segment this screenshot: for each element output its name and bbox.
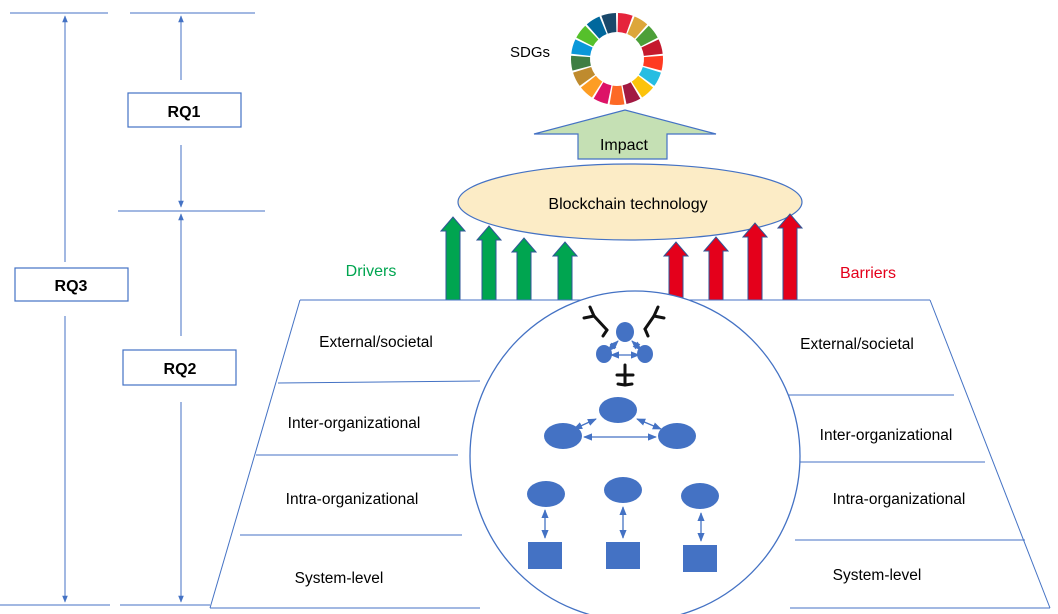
sdg-wheel-segment: [622, 82, 641, 105]
driver-arrow: [510, 237, 538, 301]
person-icon-left: [582, 305, 609, 338]
societal-node-left: [596, 345, 612, 363]
right-level-inter: Inter-organizational: [820, 427, 953, 444]
left-level-intra: Intra-organizational: [286, 491, 419, 508]
sdg-wheel-icon: [570, 13, 664, 106]
inter-org-network: [544, 397, 696, 449]
driver-arrows: [439, 216, 579, 301]
barrier-arrow: [776, 213, 804, 301]
barrier-arrow: [702, 236, 730, 301]
barrier-arrow: [741, 222, 769, 301]
intra-node-1: [527, 481, 565, 507]
levels-circle: [469, 290, 801, 614]
societal-network: [582, 305, 666, 387]
driver-arrow: [551, 241, 579, 301]
rq1-box: RQ1: [127, 92, 242, 128]
blockchain-ellipse: Blockchain technology: [457, 163, 803, 241]
sdg-wheel-segment: [638, 66, 661, 86]
blockchain-label: Blockchain technology: [548, 196, 707, 213]
impact-label: Impact: [600, 137, 649, 154]
barriers-label: Barriers: [840, 265, 896, 282]
sdg-wheel-segment: [641, 39, 663, 56]
right-level-system: System-level: [833, 567, 922, 584]
level-trapezoid: [209, 299, 1051, 609]
system-square-3: [683, 545, 717, 572]
rq3-box: RQ3: [14, 267, 129, 302]
sdg-wheel-segment: [601, 13, 617, 34]
sdg-wheel-segment: [631, 75, 654, 98]
rq2-label: RQ2: [164, 361, 197, 378]
sdg-wheel-segment: [576, 25, 599, 47]
org-node-top: [599, 397, 637, 423]
impact-arrow: Impact: [533, 109, 717, 160]
barrier-arrows: [662, 213, 804, 301]
sdg-wheel-segment: [627, 16, 648, 39]
drivers-label: Drivers: [346, 263, 397, 280]
sdg-wheel-segment: [617, 13, 633, 34]
sdg-wheel-segment: [573, 66, 596, 86]
rq-scaffold: [0, 12, 265, 606]
intra-node-2: [604, 477, 642, 503]
left-level-external: External/societal: [319, 334, 433, 351]
person-icon-bottom: [615, 363, 635, 387]
sdg-wheel-segment: [586, 16, 607, 39]
sdg-wheel-segment: [635, 25, 658, 47]
system-square-2: [606, 542, 640, 569]
system-network: [527, 477, 719, 572]
sdg-wheel-segment: [570, 55, 591, 71]
driver-arrow: [439, 216, 467, 301]
driver-arrow: [475, 225, 503, 301]
sdgs-label: SDGs: [510, 44, 550, 61]
right-level-external: External/societal: [800, 336, 914, 353]
left-level-system: System-level: [295, 570, 384, 587]
sdg-wheel-segment: [593, 82, 612, 105]
sdg-wheel-segment: [580, 75, 603, 98]
right-level-intra: Intra-organizational: [833, 491, 966, 508]
rq1-label: RQ1: [168, 104, 201, 121]
rq3-label: RQ3: [55, 278, 88, 295]
system-square-1: [528, 542, 562, 569]
sdg-wheel-segment: [571, 39, 593, 56]
sdg-wheel-segment: [643, 55, 664, 71]
person-icon-right: [643, 305, 666, 338]
rq2-box: RQ2: [122, 349, 237, 386]
org-node-right: [658, 423, 696, 449]
societal-node-right: [637, 345, 653, 363]
sdg-wheel-segment: [609, 85, 625, 106]
left-level-inter: Inter-organizational: [288, 415, 421, 432]
intra-node-3: [681, 483, 719, 509]
barrier-arrow: [662, 241, 690, 301]
org-node-left: [544, 423, 582, 449]
societal-node-top: [616, 322, 634, 342]
